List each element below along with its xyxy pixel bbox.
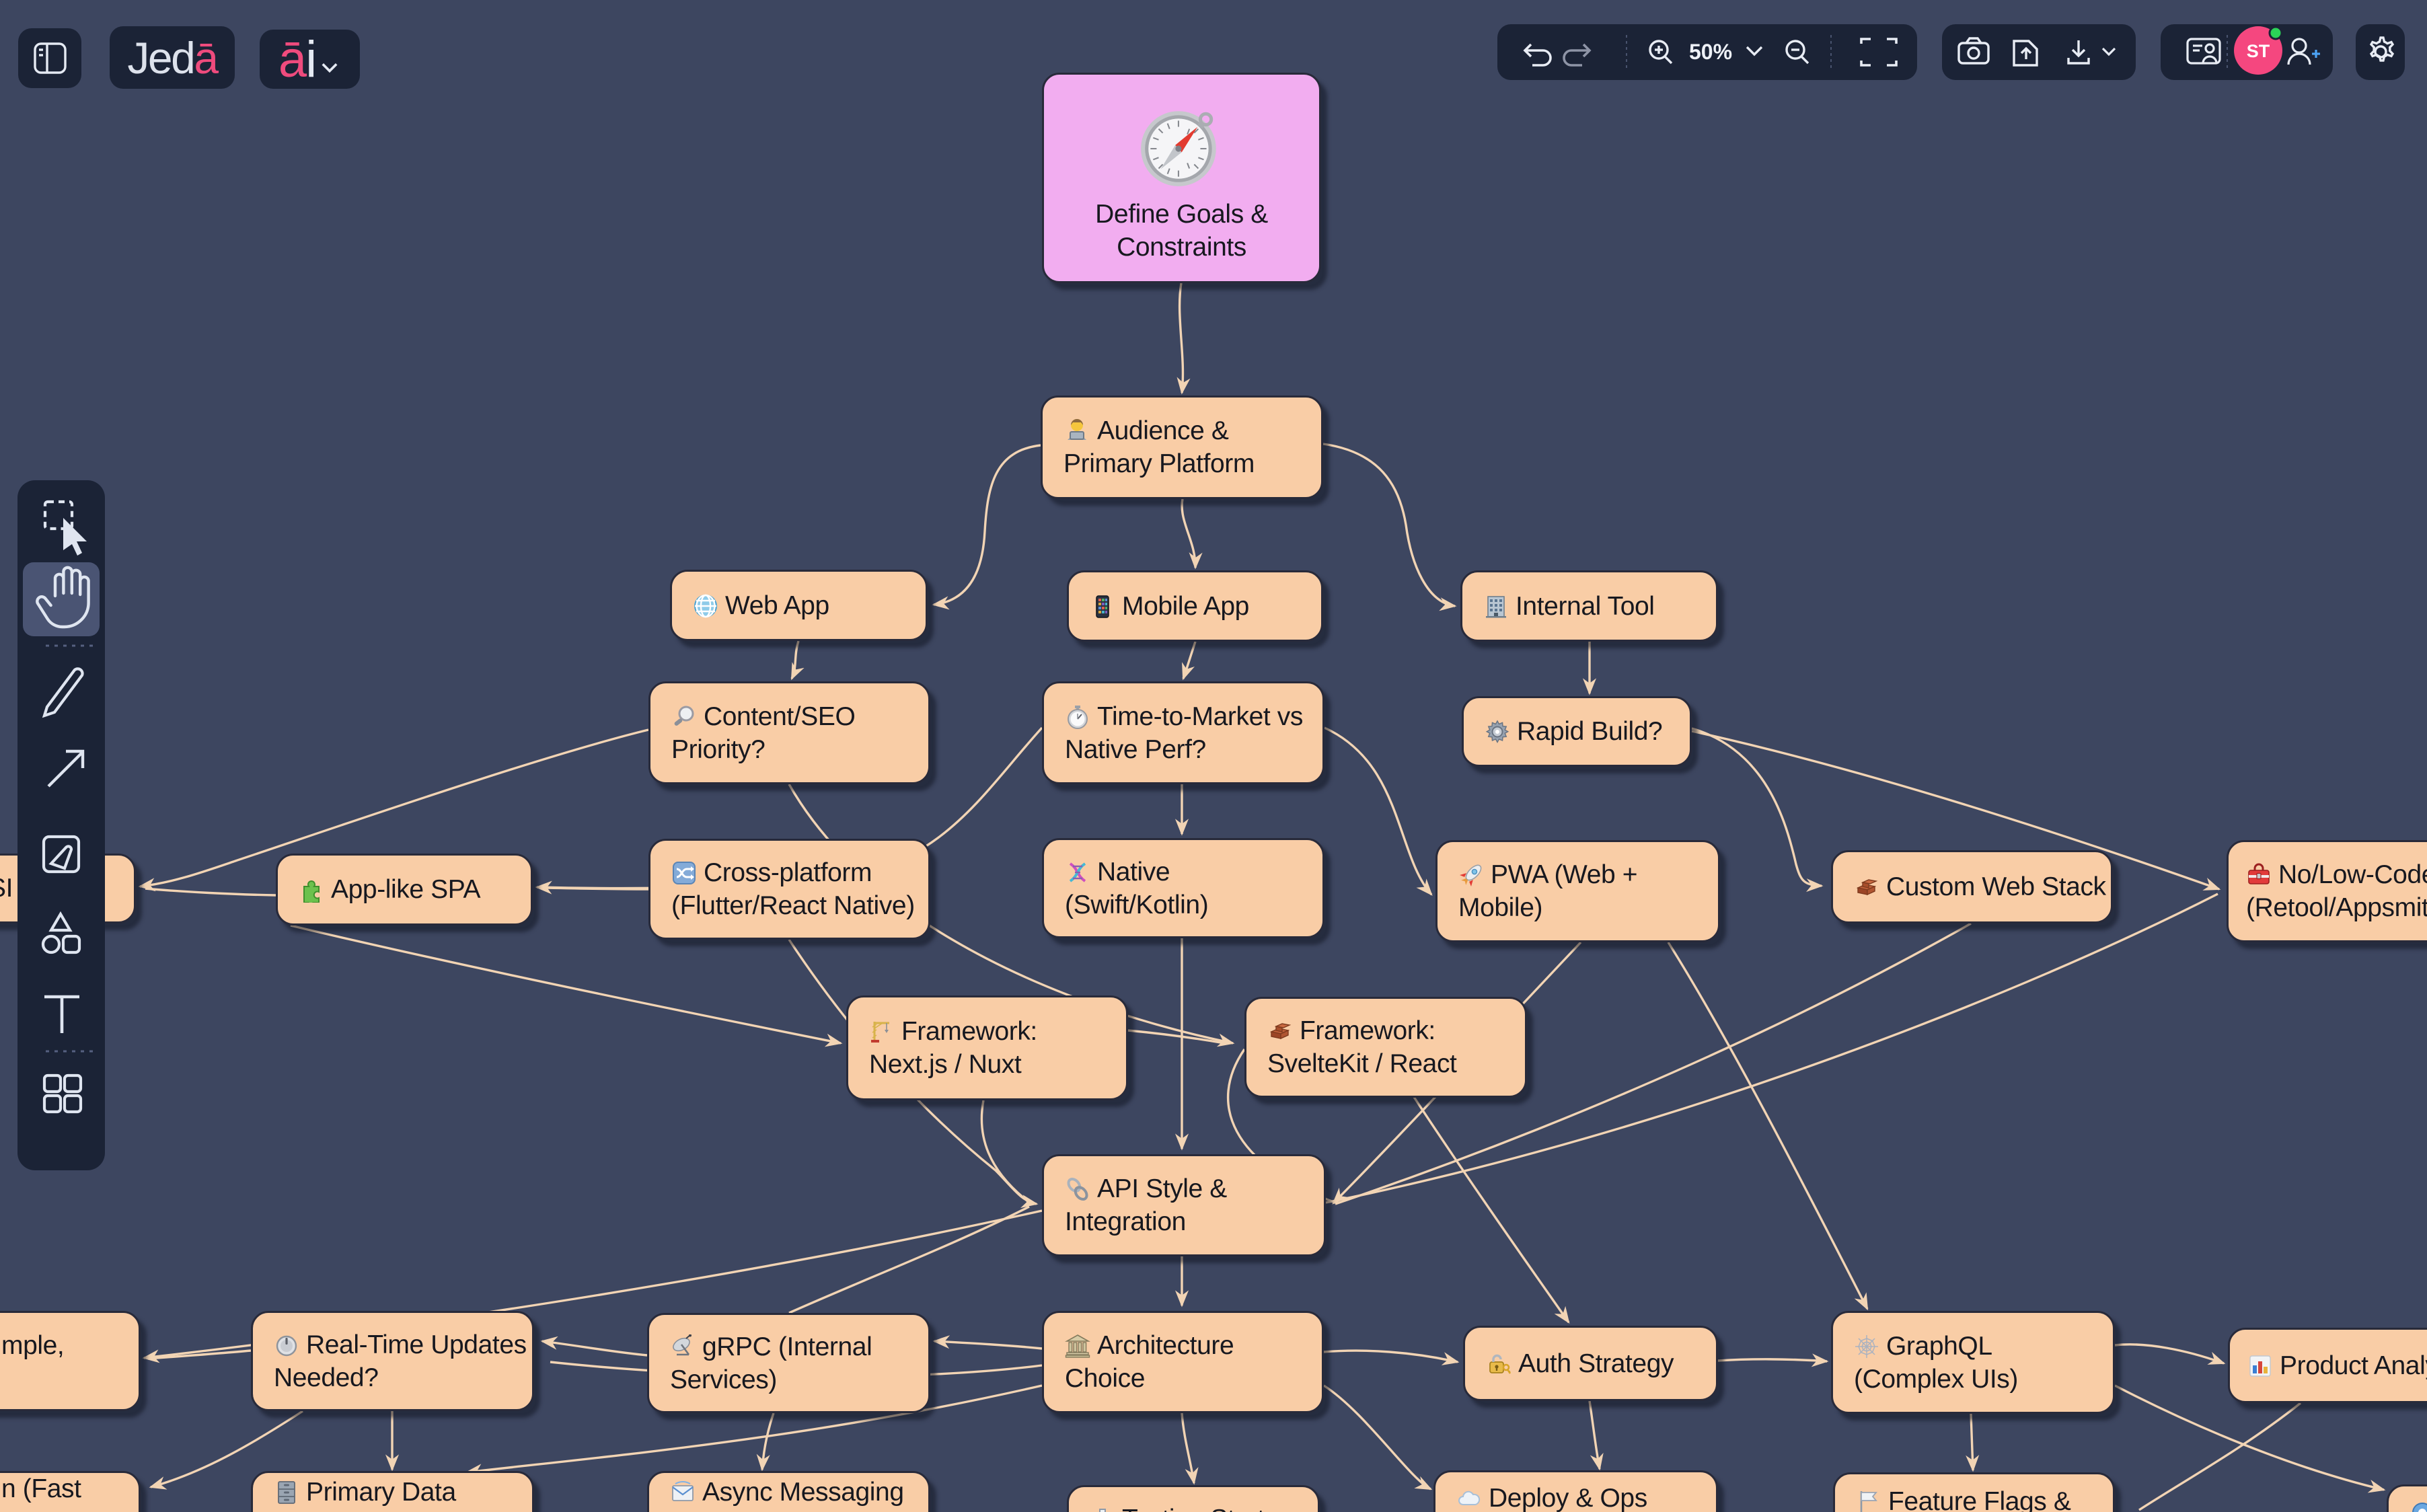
svg-text:ST: ST (2247, 41, 2270, 61)
svg-text:50%: 50% (1689, 40, 1732, 64)
